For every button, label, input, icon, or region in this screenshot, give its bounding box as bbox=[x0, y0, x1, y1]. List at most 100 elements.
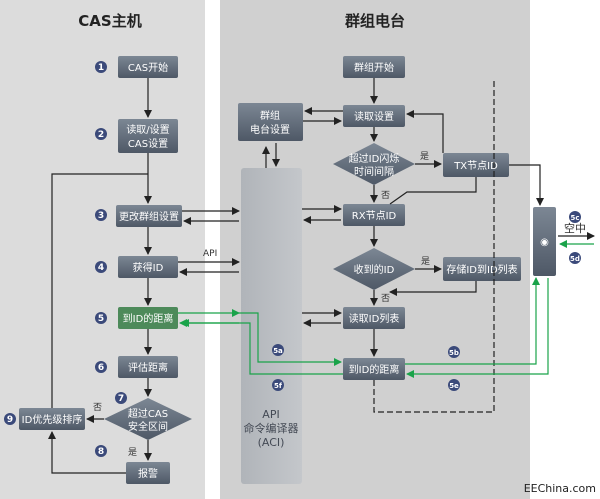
cas-settings-label2: CAS设置 bbox=[128, 138, 168, 150]
group-start-label: 群组开始 bbox=[354, 61, 394, 74]
step-9-number bbox=[4, 413, 16, 425]
api-label: API bbox=[203, 249, 217, 259]
marker-5a bbox=[272, 344, 284, 356]
group-settings-label1: 群组 bbox=[260, 109, 280, 122]
green-from-dist bbox=[181, 319, 343, 375]
radio-distance-label: 到ID的距离 bbox=[349, 363, 400, 376]
get-id-label: 获得ID bbox=[133, 262, 164, 274]
rx-node-box bbox=[343, 204, 405, 226]
green-from-air bbox=[406, 278, 549, 378]
exceed-cas-label2: 安全区间 bbox=[128, 420, 168, 433]
received-id-label: 收到的ID bbox=[354, 263, 395, 276]
cas-start-box bbox=[118, 56, 178, 78]
alarm-label: 报警 bbox=[138, 467, 158, 480]
exceed-cas-label1: 超过CAS bbox=[128, 407, 168, 420]
antenna-box bbox=[533, 207, 556, 276]
step-8-num-text: 8 bbox=[98, 447, 104, 457]
step-5-num-text: 5 bbox=[98, 314, 104, 324]
marker-5a-text: 5a bbox=[273, 347, 283, 355]
tx-node-label: TX节点ID bbox=[453, 160, 498, 172]
change-group-label: 更改群组设置 bbox=[119, 210, 179, 223]
aci-compiler bbox=[241, 168, 302, 484]
green-to-air bbox=[405, 277, 540, 365]
cas-start-label: CAS开始 bbox=[128, 61, 168, 74]
group-settings-label2: 电台设置 bbox=[250, 123, 290, 136]
arrow-store-received bbox=[389, 281, 477, 296]
step-6-number bbox=[95, 361, 107, 373]
aci-line3: (ACI) bbox=[258, 436, 285, 449]
evaluate-distance-label: 评估距离 bbox=[128, 361, 168, 374]
group-settings-box bbox=[238, 103, 303, 141]
no-label-right2: 否 bbox=[381, 293, 390, 304]
arrow-loop-dashed bbox=[373, 80, 495, 413]
step-9-num-text: 9 bbox=[7, 415, 13, 425]
received-id-diamond bbox=[333, 248, 415, 290]
tx-node-box bbox=[443, 153, 509, 177]
left-title: CAS主机 bbox=[78, 12, 141, 30]
read-id-list-label: 读取ID列表 bbox=[349, 312, 400, 325]
store-id-box bbox=[443, 257, 521, 281]
marker-5d bbox=[569, 252, 581, 264]
watermark: EEChina.com bbox=[524, 482, 596, 495]
change-group-box bbox=[116, 205, 182, 227]
arrow-8-9 bbox=[48, 431, 126, 474]
marker-5b-text: 5b bbox=[449, 349, 459, 357]
exceed-cas-diamond bbox=[104, 398, 192, 440]
no-label-right1: 否 bbox=[381, 190, 390, 201]
step-1-num-text: 1 bbox=[98, 63, 104, 73]
air-label: 空中 bbox=[564, 221, 586, 235]
step-6-num-text: 6 bbox=[98, 363, 104, 373]
cas-settings-box bbox=[118, 119, 178, 153]
cas-settings-label1: 读取/设置 bbox=[126, 123, 169, 136]
read-settings-box bbox=[343, 105, 405, 127]
step-8-number bbox=[95, 445, 107, 457]
step-7-number bbox=[115, 392, 127, 404]
evaluate-distance-box bbox=[118, 356, 178, 378]
arrow-tx-air bbox=[509, 164, 544, 206]
marker-5c bbox=[569, 211, 581, 223]
yes-label-right2: 是 bbox=[421, 256, 430, 267]
step-3-number bbox=[95, 209, 107, 221]
radio-distance-box bbox=[343, 358, 405, 380]
marker-5f bbox=[272, 379, 284, 391]
get-id-box bbox=[118, 256, 178, 278]
marker-5f-text: 5f bbox=[274, 382, 283, 390]
exceed-blink-label1: 超过ID闪烁 bbox=[349, 152, 400, 165]
arrow-tx-read bbox=[406, 110, 444, 153]
marker-5b bbox=[448, 346, 460, 358]
no-label-left: 否 bbox=[93, 402, 102, 413]
step-5-number bbox=[95, 312, 107, 324]
step-3-num-text: 3 bbox=[98, 211, 104, 221]
distance-to-id-label: 到ID的距离 bbox=[123, 312, 174, 325]
yes-label-left: 是 bbox=[128, 447, 137, 458]
step-2-number bbox=[95, 128, 107, 140]
step-1-number bbox=[95, 61, 107, 73]
marker-5d-text: 5d bbox=[570, 255, 580, 263]
group-start-box bbox=[343, 56, 405, 78]
rx-node-label: RX节点ID bbox=[352, 210, 397, 222]
yes-label-right1: 是 bbox=[420, 151, 429, 162]
aci-line1: API bbox=[262, 408, 279, 421]
right-title: 群组电台 bbox=[345, 12, 405, 30]
marker-5e bbox=[448, 379, 460, 391]
marker-5c-text: 5c bbox=[570, 214, 579, 222]
marker-5e-text: 5e bbox=[449, 382, 459, 390]
read-settings-label: 读取设置 bbox=[354, 110, 394, 123]
aci-line2: 命令编译器 bbox=[244, 421, 299, 435]
step-4-num-text: 4 bbox=[98, 263, 104, 273]
id-priority-box bbox=[19, 408, 85, 430]
arrow-tx-rx bbox=[389, 177, 477, 205]
alarm-box bbox=[126, 462, 170, 484]
green-to-dist bbox=[239, 312, 342, 366]
read-id-list-box bbox=[343, 307, 405, 329]
exceed-blink-label2: 时间间隔 bbox=[354, 165, 394, 178]
store-id-label: 存储ID到ID列表 bbox=[446, 263, 517, 276]
step-2-num-text: 2 bbox=[98, 130, 104, 140]
exceed-blink-diamond bbox=[333, 143, 415, 185]
antenna-icon: ◉ bbox=[540, 237, 549, 248]
step-7-num-text: 7 bbox=[118, 394, 124, 404]
id-priority-label: ID优先级排序 bbox=[22, 413, 83, 426]
loop-back-line bbox=[51, 173, 148, 408]
distance-to-id-box bbox=[118, 307, 178, 329]
